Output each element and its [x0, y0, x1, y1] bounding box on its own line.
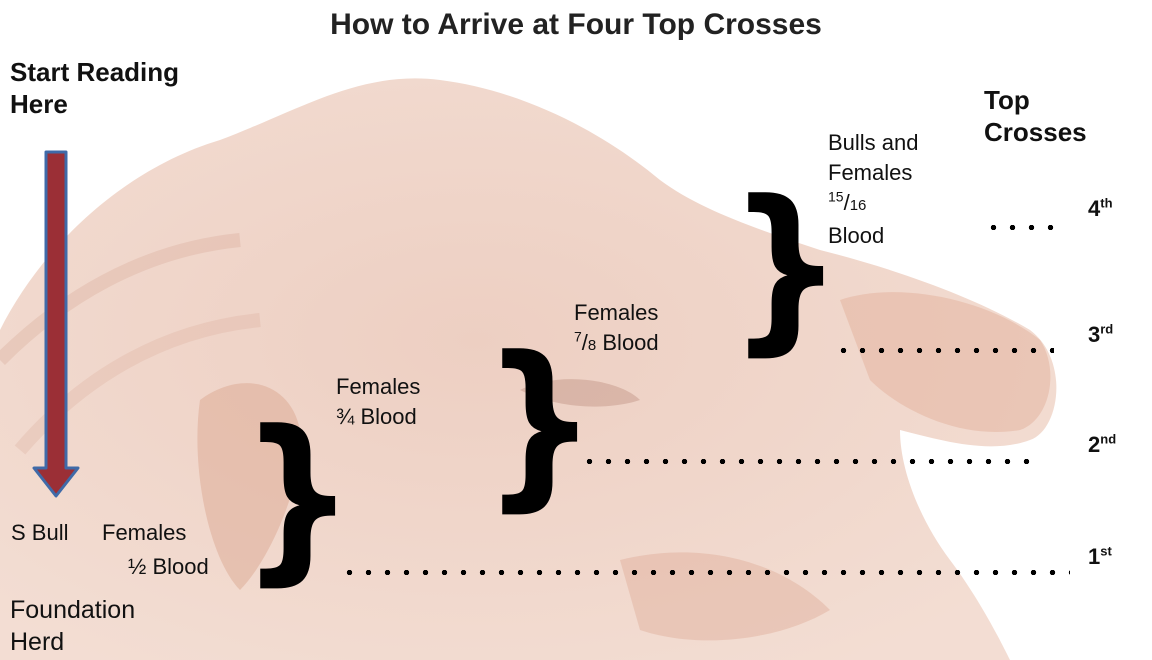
cross-3-dotted-line — [834, 348, 1054, 353]
top-crosses-line-1: Top — [984, 84, 1087, 116]
cross-1-suffix: st — [1100, 544, 1112, 559]
brace-1-icon: } — [240, 408, 355, 588]
cross-1-label: 1st — [1088, 544, 1112, 570]
step-3-line-1: Bulls and — [828, 128, 919, 158]
cross-2-label: 2nd — [1088, 432, 1116, 458]
brace-2-icon: } — [482, 334, 597, 514]
cross-3-number: 3 — [1088, 322, 1100, 347]
step-2-blood-text: Blood — [596, 330, 658, 355]
top-crosses-label: Top Crosses — [984, 84, 1087, 148]
brace-3-icon: } — [728, 178, 843, 358]
cross-4-number: 4 — [1088, 196, 1100, 221]
cross-4-suffix: th — [1100, 196, 1112, 211]
cross-3-label: 3rd — [1088, 322, 1113, 348]
foundation-females-label: Females — [102, 518, 186, 548]
cross-2-dotted-line — [580, 459, 1040, 464]
cross-3-suffix: rd — [1100, 322, 1113, 337]
cross-2-number: 2 — [1088, 432, 1100, 457]
foundation-herd-line-2: Herd — [10, 626, 135, 658]
cross-1-dotted-line — [340, 570, 1070, 575]
cross-4-dotted-line — [984, 225, 1060, 230]
cross-1-number: 1 — [1088, 544, 1100, 569]
cross-2-suffix: nd — [1100, 432, 1116, 447]
step-3-fraction-denominator: 16 — [850, 197, 867, 214]
foundation-blood-label: ½ Blood — [128, 552, 209, 582]
start-reading-line-2: Here — [10, 88, 179, 120]
start-reading-line-1: Start Reading — [10, 56, 179, 88]
start-reading-label: Start Reading Here — [10, 56, 179, 120]
s-bull-label: S Bull — [11, 518, 68, 548]
foundation-herd-label: Foundation Herd — [10, 594, 135, 658]
cross-4-label: 4th — [1088, 196, 1113, 222]
foundation-herd-line-1: Foundation — [10, 594, 135, 626]
page-title: How to Arrive at Four Top Crosses — [0, 8, 1152, 42]
top-crosses-line-2: Crosses — [984, 116, 1087, 148]
down-arrow-icon — [30, 150, 82, 500]
